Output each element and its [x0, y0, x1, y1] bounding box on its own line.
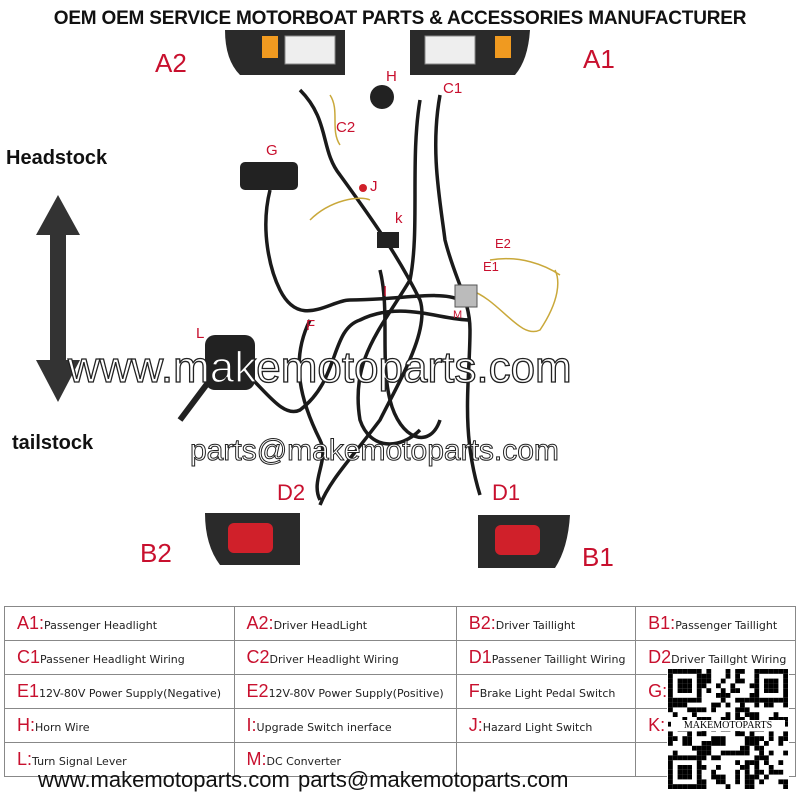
legend-code: G:	[648, 681, 668, 701]
legend-code: D2	[648, 647, 672, 667]
qr-label: MAKEMOTOPARTS	[671, 720, 785, 731]
legend-cell: B2:Driver Taillight	[455, 606, 637, 641]
legend-text: 12V-80V Power Supply(Negative)	[39, 687, 222, 700]
label-j: J	[370, 178, 378, 195]
legend-cell: I:Upgrade Switch inerface	[233, 708, 457, 743]
label-a2: A2	[155, 48, 187, 78]
watermark-site: www.makemotoparts.com	[67, 342, 572, 392]
legend-cell: FBrake Light Pedal Switch	[455, 674, 637, 709]
label-e1: E1	[483, 259, 499, 274]
legend-text: Passener Headlight Wiring	[40, 653, 185, 666]
driver-taillight	[205, 513, 300, 565]
thin-wires	[309, 94, 561, 333]
legend-cell: D1Passener Taillight Wiring	[455, 640, 637, 675]
legend-text: Passenger Taillight	[675, 619, 778, 632]
label-k: k	[395, 210, 403, 227]
qr-code: MAKEMOTOPARTS	[667, 668, 789, 790]
legend-code: M:	[246, 749, 267, 769]
legend-code: J:	[468, 715, 483, 735]
watermark-email: parts@makemotoparts.com	[190, 434, 560, 468]
legend-code: L:	[17, 749, 33, 769]
footer-contact: www.makemotoparts.com parts@makemotopart…	[38, 767, 569, 792]
legend-code: C1	[17, 647, 41, 667]
legend-code: E1	[17, 681, 40, 701]
legend-text: Hazard Light Switch	[482, 721, 593, 734]
label-f: F	[306, 317, 315, 334]
passenger-headlight	[410, 30, 530, 75]
legend-text: Passener Taillight Wiring	[491, 653, 626, 666]
legend-cell: H:Horn Wire	[4, 708, 235, 743]
legend-code: B1:	[648, 613, 676, 633]
legend-text: Brake Light Pedal Switch	[479, 687, 616, 700]
legend-text: Driver Headlight Wiring	[269, 653, 399, 666]
legend-cell: M:DC Converter	[233, 742, 457, 777]
legend-text: Driver HeadLight	[273, 619, 368, 632]
label-b2: B2	[140, 538, 172, 568]
turn-signal-lever	[177, 335, 255, 422]
legend-cell: J:Hazard Light Switch	[455, 708, 637, 743]
legend-cell: A1:Passenger Headlight	[4, 606, 235, 641]
legend-cell: E212V-80V Power Supply(Positive)	[233, 674, 457, 709]
switch-g	[240, 162, 298, 190]
label-c1: C1	[443, 80, 462, 97]
legend-text: Driver Taillight	[495, 619, 576, 632]
legend-text: Driver Taillght Wiring	[671, 653, 787, 666]
legend-text: 12V-80V Power Supply(Positive)	[268, 687, 444, 700]
legend-code: A1:	[17, 613, 45, 633]
legend-code: D1	[468, 647, 492, 667]
label-c2: C2	[336, 119, 355, 136]
legend-code: H:	[17, 715, 35, 735]
legend-cell	[455, 742, 637, 777]
label-a1: A1	[583, 44, 615, 74]
page-title: OEM OEM SERVICE MOTORBOAT PARTS & ACCESS…	[53, 8, 747, 29]
label-g: G	[266, 142, 278, 159]
legend-cell: B1:Passenger Taillight	[635, 606, 796, 641]
legend-code: K:	[648, 715, 666, 735]
legend-code: F	[468, 681, 480, 701]
label-d2: D2	[277, 480, 305, 505]
tailstock-label: tailstock	[12, 432, 94, 454]
label-e2: E2	[495, 236, 511, 251]
switch-k	[377, 232, 399, 248]
legend-code: I:	[246, 715, 257, 735]
driver-headlight	[225, 30, 345, 75]
legend-text: Turn Signal Lever	[32, 755, 127, 768]
legend-text: DC Converter	[266, 755, 341, 768]
wiring-diagram: A2 A1 H C1 C2 G J k E2 E1 I M F L D2 D1 …	[36, 30, 615, 572]
legend-code: A2:	[246, 613, 274, 633]
legend-cell: C1Passener Headlight Wiring	[4, 640, 235, 675]
label-i: I	[383, 283, 387, 300]
legend-code: C2	[246, 647, 270, 667]
legend-cell: A2:Driver HeadLight	[233, 606, 457, 641]
legend-code: B2:	[468, 613, 496, 633]
label-m: M	[453, 309, 462, 321]
label-l: L	[196, 325, 204, 342]
headstock-label: Headstock	[6, 147, 108, 169]
label-h: H	[386, 68, 397, 85]
label-d1: D1	[492, 480, 520, 505]
label-b1: B1	[582, 542, 614, 572]
passenger-taillight	[478, 515, 570, 568]
legend-cell: C2Driver Headlight Wiring	[233, 640, 457, 675]
legend-text: Passenger Headlight	[44, 619, 158, 632]
horn-icon	[370, 85, 394, 109]
legend-code: E2	[246, 681, 269, 701]
double-arrow-icon	[36, 195, 80, 402]
legend-text: Horn Wire	[35, 721, 90, 734]
legend-cell: E112V-80V Power Supply(Negative)	[4, 674, 235, 709]
dc-converter	[454, 284, 478, 308]
legend-text: Upgrade Switch inerface	[256, 721, 392, 734]
legend-cell: L:Turn Signal Lever	[4, 742, 235, 777]
